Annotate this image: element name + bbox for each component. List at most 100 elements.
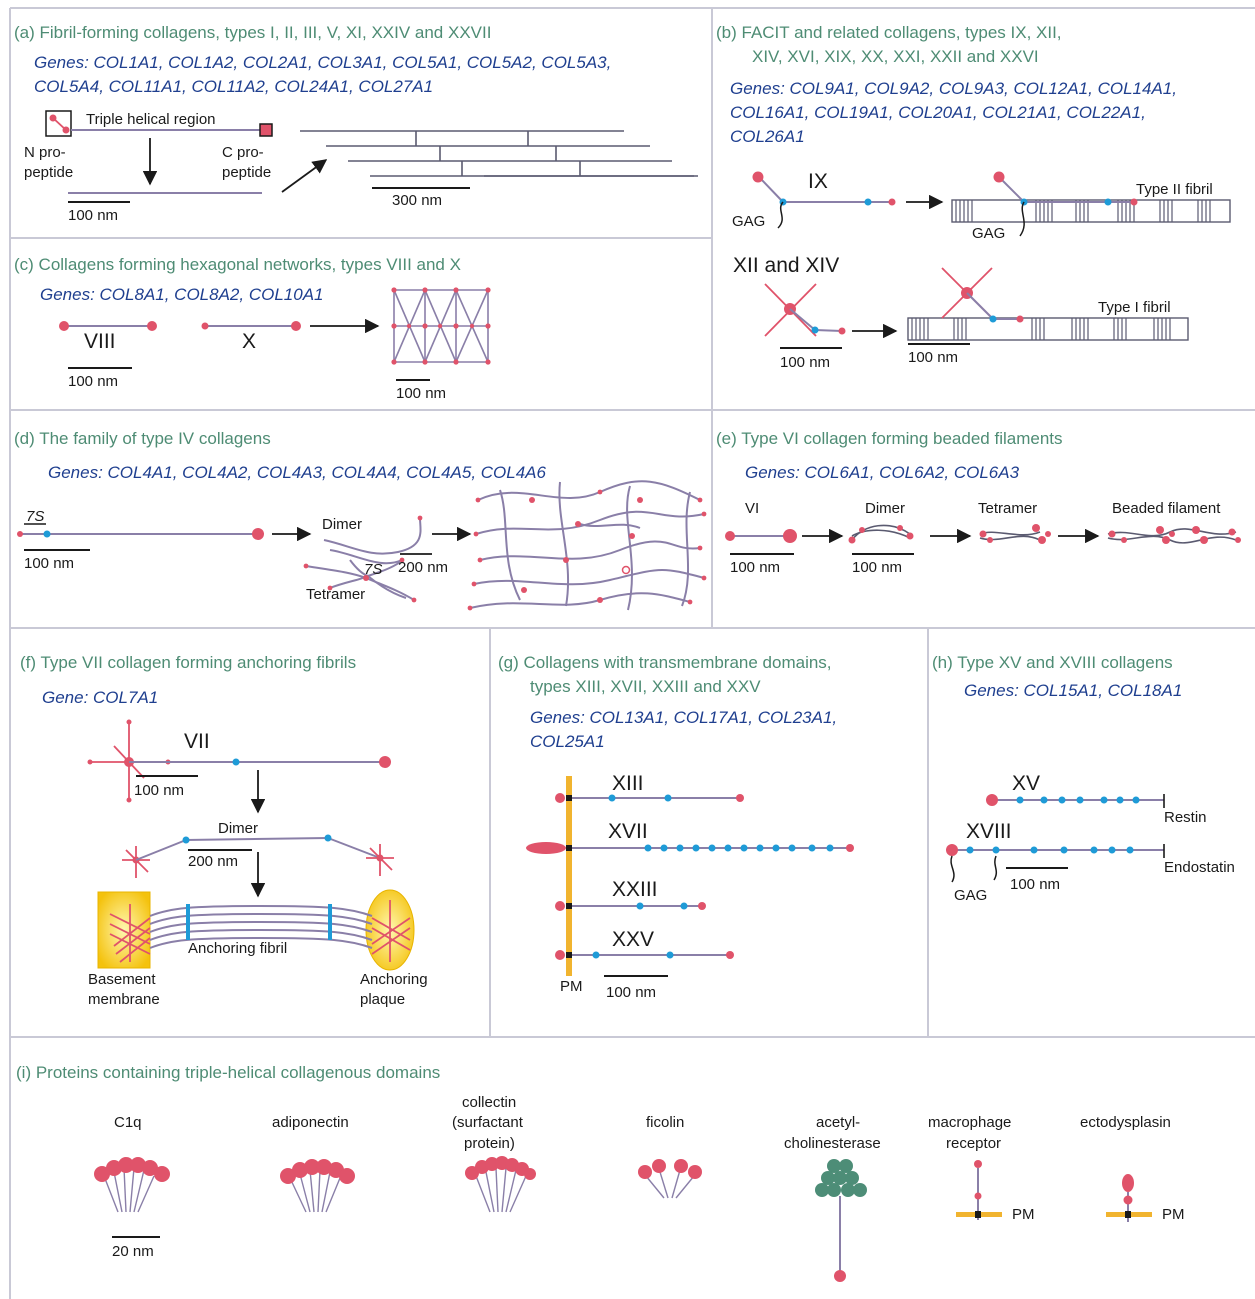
label-ache-2: cholinesterase xyxy=(784,1135,881,1152)
panel-g: (g) Collagens with transmembrane domains… xyxy=(498,653,854,1001)
type-xxiii: XXIII xyxy=(555,878,706,911)
panel-i: (i) Proteins containing triple-helical c… xyxy=(16,1063,1185,1282)
panel-b: (b) FACIT and related collagens, types I… xyxy=(716,23,1231,371)
panel-c: (c) Collagens forming hexagonal networks… xyxy=(14,255,491,402)
scale-bar-e-1: 100 nm xyxy=(730,559,780,576)
type-xxv: XXV xyxy=(555,928,734,960)
label-ache-1: acetyl- xyxy=(816,1114,860,1131)
panel-e-title: (e) Type VI collagen forming beaded fila… xyxy=(716,429,1063,448)
label-ficolin: ficolin xyxy=(646,1114,684,1131)
scale-bar-c-1: 100 nm xyxy=(68,373,118,390)
collectin-bouquet xyxy=(465,1156,536,1213)
label-pm-g: PM xyxy=(560,978,583,995)
label-xxiii: XXIII xyxy=(612,878,658,901)
label-7s: 7S xyxy=(26,508,44,525)
label-xiii: XIII xyxy=(612,772,644,795)
scale-bar-f-200nm: 200 nm xyxy=(188,853,238,870)
panel-e-genes: Genes: COL6A1, COL6A2, COL6A3 xyxy=(745,463,1020,482)
scale-bar-300nm: 300 nm xyxy=(392,192,442,209)
c-propeptide-label-2: peptide xyxy=(222,164,271,181)
panel-a-title: (a) Fibril-forming collagens, types I, I… xyxy=(14,23,491,42)
label-collectin-2: (surfactant xyxy=(452,1114,524,1131)
scale-bar-f-100nm: 100 nm xyxy=(134,782,184,799)
label-tetramer: Tetramer xyxy=(306,586,365,603)
scale-bar-d-200nm: 200 nm xyxy=(398,559,448,576)
panel-f: (f) Type VII collagen forming anchoring … xyxy=(20,653,428,1008)
n-propeptide-label-2: peptide xyxy=(24,164,73,181)
type-xii-xiv-molecule: XII and XIV 100 nm xyxy=(733,254,898,371)
panel-d: (d) The family of type IV collagens Gene… xyxy=(14,429,707,611)
label-xii-xiv: XII and XIV xyxy=(733,254,839,277)
label-dimer-d: Dimer xyxy=(322,516,362,533)
label-tetramer-e: Tetramer xyxy=(978,500,1037,517)
scale-bar-h: 100 nm xyxy=(1010,876,1060,893)
panel-frames xyxy=(9,7,1255,1299)
type-i-fibril: Type I fibril 100 nm xyxy=(907,267,1189,366)
label-viii: VIII xyxy=(84,330,116,353)
adiponectin-bouquet xyxy=(280,1159,355,1213)
panel-b-title-2: XIV, XVI, XIX, XX, XXI, XXII and XXVI xyxy=(752,47,1039,66)
panel-h: (h) Type XV and XVIII collagens Genes: C… xyxy=(932,653,1235,904)
panel-d-title: (d) The family of type IV collagens xyxy=(14,429,271,448)
panel-b-genes-3: COL26A1 xyxy=(730,127,805,146)
label-dimer-f: Dimer xyxy=(218,820,258,837)
type-vi-beaded-filament xyxy=(1107,526,1241,544)
panel-h-genes: Genes: COL15A1, COL18A1 xyxy=(964,681,1182,700)
panel-h-title: (h) Type XV and XVIII collagens xyxy=(932,653,1173,672)
type-vi-dimer xyxy=(848,524,914,544)
panel-c-title: (c) Collagens forming hexagonal networks… xyxy=(14,255,461,274)
label-xv: XV xyxy=(1012,772,1040,795)
n-propeptide-label-1: N pro- xyxy=(24,144,66,161)
type-xv: XV Restin xyxy=(986,772,1207,826)
type-vi-tetramer xyxy=(979,524,1051,544)
label-xviii: XVIII xyxy=(966,820,1012,843)
label-collectin-3: protein) xyxy=(464,1135,515,1152)
type-iv-network xyxy=(469,480,705,611)
panel-g-genes-1: Genes: COL13A1, COL17A1, COL23A1, xyxy=(530,708,837,727)
gag-label-fibril: GAG xyxy=(972,225,1005,242)
panel-g-title-1: (g) Collagens with transmembrane domains… xyxy=(498,653,832,672)
panel-e: (e) Type VI collagen forming beaded fila… xyxy=(716,429,1241,576)
label-restin: Restin xyxy=(1164,809,1207,826)
ficolin-bouquet xyxy=(638,1159,702,1199)
label-anchoring-fibril: Anchoring fibril xyxy=(188,940,287,957)
label-pm-i-1: PM xyxy=(1012,1206,1035,1223)
macrophage-receptor: PM xyxy=(956,1160,1035,1223)
scale-bar-b-1: 100 nm xyxy=(780,354,830,371)
procollagen-diagram: Triple helical region N pro- peptide C p… xyxy=(24,110,328,224)
scale-bar-i: 20 nm xyxy=(112,1243,154,1260)
type-xiii: XIII xyxy=(555,772,744,803)
ectodysplasin: PM xyxy=(1106,1174,1185,1223)
panel-a: (a) Fibril-forming collagens, types I, I… xyxy=(14,23,698,224)
type-xvii: XVII xyxy=(526,820,854,854)
scale-bar-c-2: 100 nm xyxy=(396,385,446,402)
network-nodes xyxy=(391,287,491,365)
panel-c-genes: Genes: COL8A1, COL8A2, COL10A1 xyxy=(40,285,324,304)
type-i-fibril-label: Type I fibril xyxy=(1098,299,1171,316)
label-dimer-e: Dimer xyxy=(865,500,905,517)
label-gag-h: GAG xyxy=(954,887,987,904)
acetylcholinesterase xyxy=(815,1159,867,1282)
label-x: X xyxy=(242,330,256,353)
label-vii: VII xyxy=(184,730,210,753)
network-junctions-d xyxy=(467,489,707,611)
panel-b-genes-1: Genes: COL9A1, COL9A2, COL9A3, COL12A1, … xyxy=(730,79,1177,98)
panel-a-genes-2: COL5A4, COL11A1, COL11A2, COL24A1, COL27… xyxy=(34,77,433,96)
label-basement-2: membrane xyxy=(88,991,160,1008)
panel-b-title-1: (b) FACIT and related collagens, types I… xyxy=(716,23,1062,42)
scale-bar-d-100nm: 100 nm xyxy=(24,555,74,572)
label-basement-1: Basement xyxy=(88,971,156,988)
type-ii-fibril: GAG Type II fibril xyxy=(951,171,1231,242)
label-macrophage-2: receptor xyxy=(946,1135,1001,1152)
triple-helical-label: Triple helical region xyxy=(86,111,216,128)
label-7s-tetramer: 7S xyxy=(364,561,382,578)
label-collectin-1: collectin xyxy=(462,1094,516,1111)
type-vii-monomer: 100 nm xyxy=(87,719,391,814)
type-vii-dimer: 200 nm xyxy=(122,834,394,898)
panel-d-genes: Genes: COL4A1, COL4A2, COL4A3, COL4A4, C… xyxy=(48,463,547,482)
plasma-membrane xyxy=(566,776,572,976)
scale-bar-g: 100 nm xyxy=(606,984,656,1001)
scale-bar-100nm: 100 nm xyxy=(68,207,118,224)
panel-b-genes-2: COL16A1, COL19A1, COL20A1, COL21A1, COL2… xyxy=(730,103,1146,122)
label-pm-i-2: PM xyxy=(1162,1206,1185,1223)
